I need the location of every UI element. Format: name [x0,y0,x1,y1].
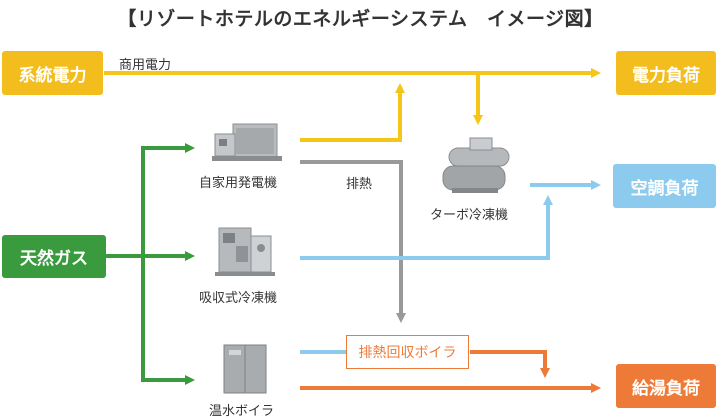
cooling-load-label: 空調負荷 [630,178,699,199]
hot-water-load-box: 給湯負荷 [616,364,716,408]
cooling-load-box: 空調負荷 [613,164,716,208]
generator-icon [212,123,282,161]
absorption-chiller-label: 吸収式冷凍機 [199,291,278,306]
diagram-title: 【リゾートホテルのエネルギーシステム イメージ図】 [117,8,604,30]
exhaust-heat-line [300,160,406,323]
electricity-flows [104,68,601,142]
turbo-chiller-label: ターボ冷凍機 [430,208,509,223]
generator-label: 自家用発電機 [199,176,278,191]
boiler-icon [223,344,267,394]
electric-load-label: 電力負荷 [632,65,700,86]
boiler-label: 温水ボイラ [209,404,275,419]
absorption-to-cooling-line [300,195,553,260]
exhaust-heat-boiler-label: 排熱回収ボイラ [358,345,457,361]
exhaust-heat-label: 排熱 [346,177,373,192]
generator-power-line [300,83,405,142]
heat-recovery-to-hotwater-line [470,350,550,378]
absorption-chiller-icon [215,227,275,276]
grid-power-box: 系統電力 [2,51,103,95]
hot-water-flows [300,350,601,393]
grid-power-label: 系統電力 [18,65,87,86]
turbo-chiller-icon [442,137,510,193]
commercial-power-label: 商用電力 [119,58,172,73]
gas-flows [106,143,195,385]
electric-load-box: 電力負荷 [616,51,716,95]
cooling-flows [300,180,601,354]
natural-gas-label: 天然ガス [20,249,88,269]
natural-gas-box: 天然ガス [2,235,106,278]
hot-water-load-label: 給湯負荷 [632,378,700,399]
exhaust-heat-boiler-box: 排熱回収ボイラ [346,335,469,369]
